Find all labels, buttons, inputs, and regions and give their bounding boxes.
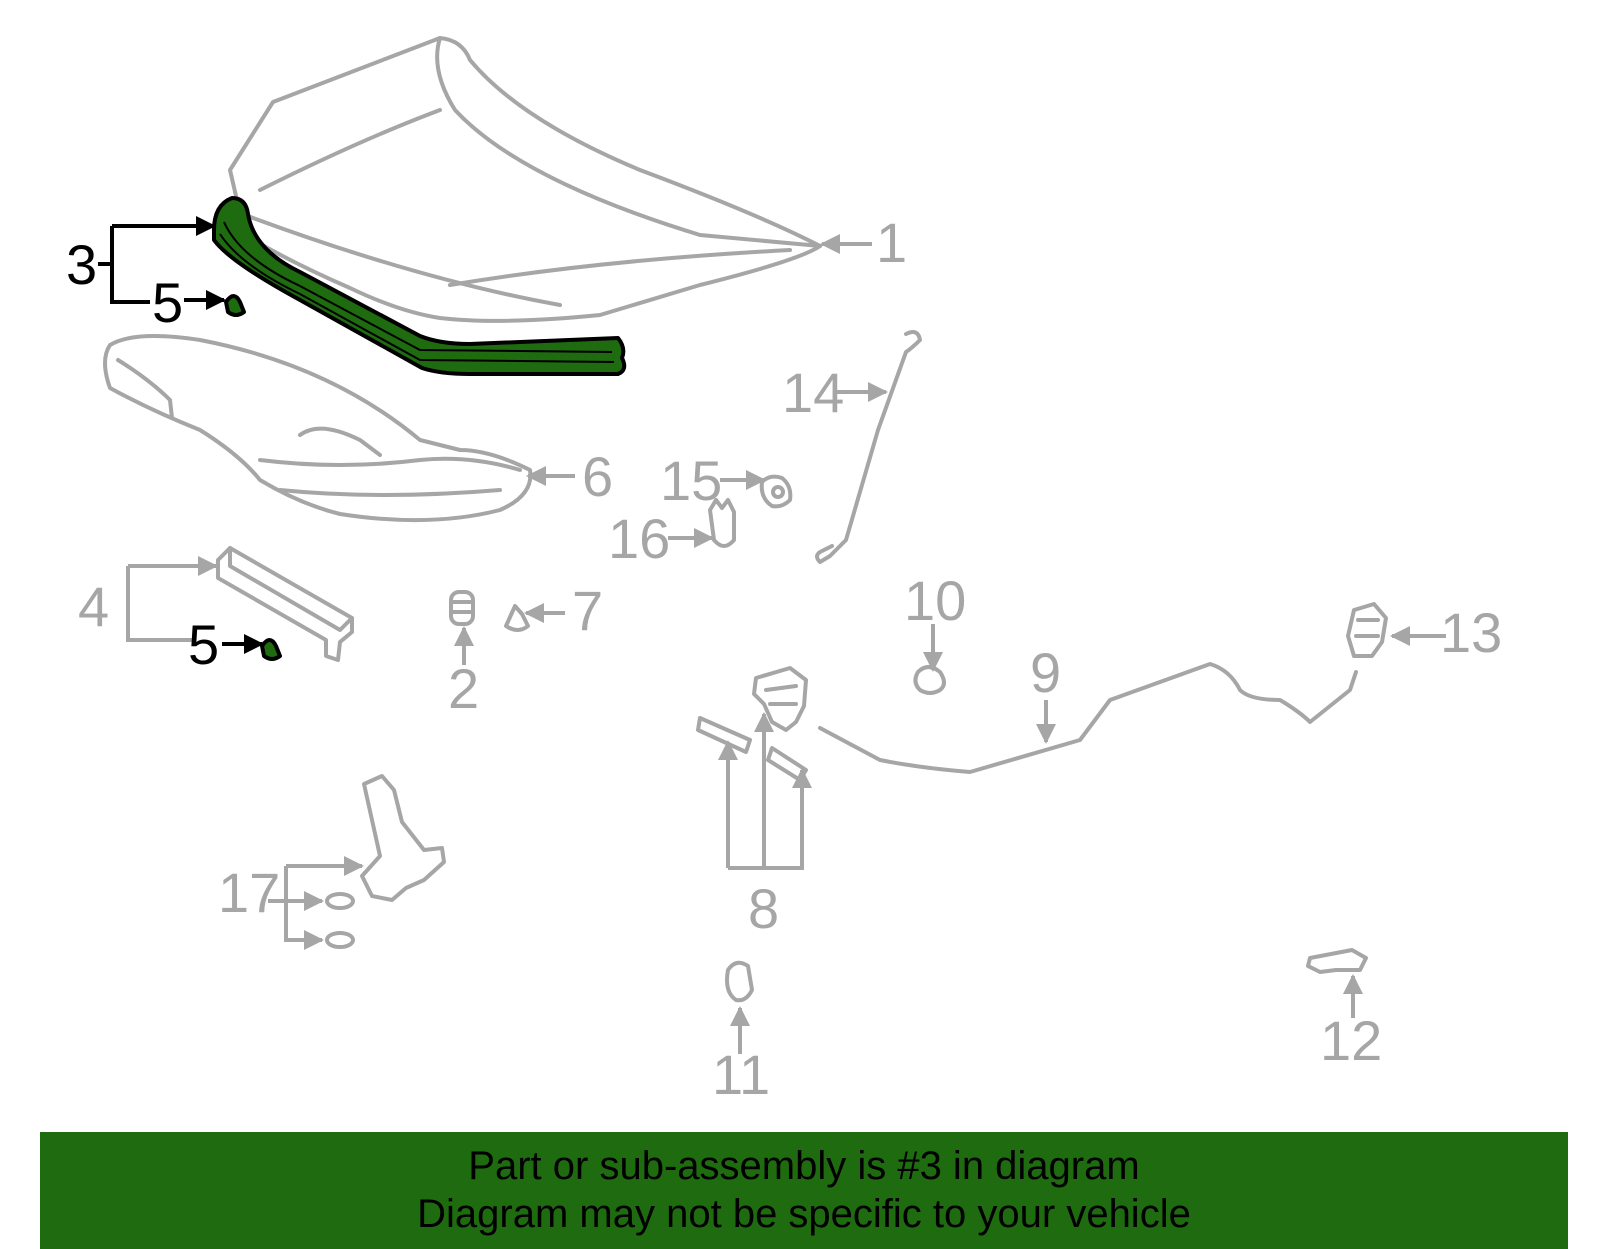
clip-part — [504, 604, 530, 632]
hood-seal-part — [212, 196, 627, 376]
rod-holder-part — [708, 498, 736, 548]
insulator-part — [103, 334, 533, 523]
release-handle-part — [1346, 602, 1388, 658]
callout-6: 6 — [582, 445, 613, 508]
prop-rod-part — [815, 330, 922, 564]
release-cable-part — [818, 662, 1358, 774]
hood-bumper-part — [449, 590, 475, 626]
callout-5-top: 5 — [152, 271, 183, 334]
callout-7: 7 — [572, 579, 603, 642]
front-strip-part — [216, 546, 354, 662]
retainer-clip-part — [224, 294, 282, 661]
banner-line-2: Diagram may not be specific to your vehi… — [417, 1192, 1191, 1236]
callout-9: 9 — [1030, 641, 1061, 704]
leader-lines — [126, 234, 1446, 1054]
callout-3: 3 — [66, 233, 97, 296]
callout-14: 14 — [782, 361, 844, 424]
lever-part — [1306, 948, 1368, 974]
callout-11: 11 — [712, 1043, 770, 1106]
banner-line-1: Part or sub-assembly is #3 in diagram — [468, 1144, 1140, 1188]
grommet-part — [759, 474, 793, 509]
callout-16: 16 — [608, 507, 670, 570]
callout-5-bottom: 5 — [188, 613, 219, 676]
callout-17: 17 — [218, 861, 280, 924]
callout-15: 15 — [660, 449, 722, 512]
callout-10: 10 — [904, 569, 966, 632]
hood-lock-part — [696, 666, 808, 782]
hood-part — [228, 36, 822, 323]
callout-12: 12 — [1320, 1009, 1382, 1072]
callout-4: 4 — [78, 575, 109, 638]
cable-clamp-part — [913, 665, 946, 695]
highlight-leader-lines — [98, 216, 264, 654]
callout-2: 2 — [448, 657, 479, 720]
info-banner: Part or sub-assembly is #3 in diagram Di… — [40, 1132, 1568, 1249]
callout-1: 1 — [876, 211, 907, 274]
callout-8: 8 — [748, 877, 779, 940]
hinge-part — [325, 774, 446, 949]
catch-part — [725, 960, 754, 1003]
callout-13: 13 — [1440, 601, 1502, 664]
